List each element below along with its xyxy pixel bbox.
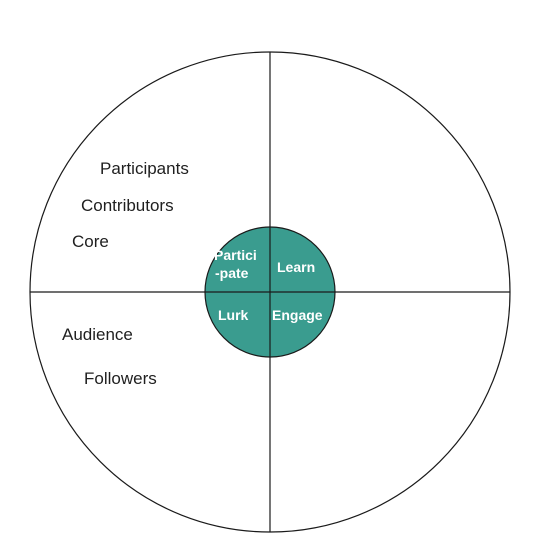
label-participate-line2: -pate [215, 265, 249, 281]
label-audience: Audience [62, 325, 133, 344]
label-learn: Learn [277, 259, 315, 275]
label-engage: Engage [272, 307, 323, 323]
label-lurk: Lurk [218, 307, 249, 323]
label-followers: Followers [84, 369, 157, 388]
label-participate-line1: Partici [214, 247, 257, 263]
label-contributors: Contributors [81, 196, 174, 215]
label-participants: Participants [100, 159, 189, 178]
label-core: Core [72, 232, 109, 251]
